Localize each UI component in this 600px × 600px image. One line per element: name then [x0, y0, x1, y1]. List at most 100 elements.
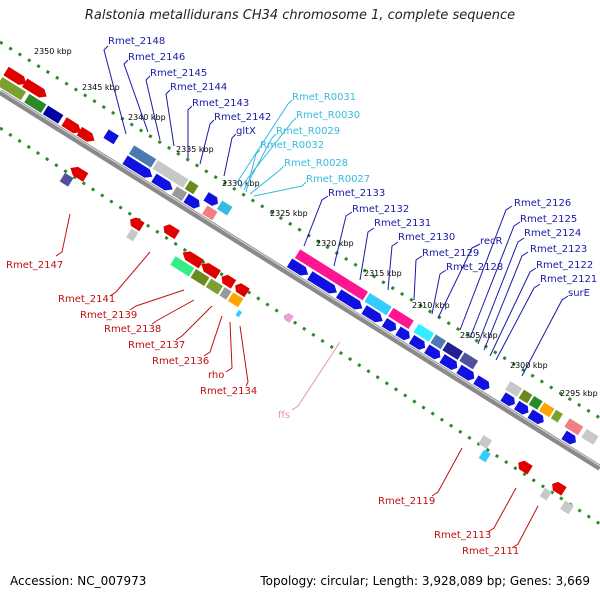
gene-label[interactable]: Rmet_2142: [214, 112, 271, 123]
gene-label[interactable]: Rmet_2139: [80, 310, 137, 321]
gene-arrow[interactable]: [424, 344, 443, 362]
rna-label[interactable]: Rmet_R0029: [276, 126, 340, 137]
gene-block[interactable]: [42, 105, 64, 124]
gene-block[interactable]: [152, 160, 189, 188]
gene-block[interactable]: [24, 93, 47, 114]
gene-label[interactable]: Rmet_2113: [434, 530, 491, 541]
gene-arrow[interactable]: [151, 173, 175, 194]
gene-label[interactable]: Rmet_2132: [352, 204, 409, 215]
gene-block[interactable]: [126, 228, 139, 242]
gene-label[interactable]: Rmet_2136: [152, 356, 209, 367]
gene-label[interactable]: Rmet_2133: [328, 188, 385, 199]
gene-block[interactable]: [518, 389, 533, 404]
gene-block[interactable]: [61, 117, 83, 136]
gene-arrow[interactable]: [549, 480, 567, 496]
gene-arrow[interactable]: [381, 318, 399, 334]
gene-arrow[interactable]: [203, 192, 220, 208]
gene-block[interactable]: [76, 126, 98, 145]
gene-block[interactable]: [235, 309, 243, 318]
gene-block[interactable]: [478, 435, 493, 449]
gene-arrow[interactable]: [183, 193, 202, 211]
gene-block[interactable]: [294, 249, 369, 301]
gene-block[interactable]: [413, 323, 435, 342]
gene-label[interactable]: Rmet_2138: [104, 324, 161, 335]
gene-block[interactable]: [430, 334, 446, 350]
gene-arrow[interactable]: [500, 392, 517, 408]
gene-block[interactable]: [364, 292, 392, 316]
gene-block[interactable]: [505, 381, 523, 398]
gene-block[interactable]: [550, 409, 563, 423]
rna-label[interactable]: ffs: [278, 410, 290, 421]
gene-arrow[interactable]: [561, 430, 578, 447]
gene-arrow[interactable]: [516, 458, 533, 475]
gene-label[interactable]: Rmet_2119: [378, 496, 435, 507]
gene-label[interactable]: surE: [568, 288, 590, 299]
gene-block[interactable]: [388, 307, 414, 330]
gene-label[interactable]: Rmet_2137: [128, 340, 185, 351]
gene-label[interactable]: Rmet_2130: [398, 232, 455, 243]
gene-block[interactable]: [184, 180, 199, 195]
gene-label[interactable]: Rmet_2144: [170, 82, 227, 93]
gene-label[interactable]: Rmet_2121: [540, 274, 597, 285]
gene-label[interactable]: Rmet_2148: [108, 36, 165, 47]
rna-label[interactable]: Rmet_R0028: [284, 158, 348, 169]
gene-block[interactable]: [171, 186, 188, 202]
gene-arrow[interactable]: [180, 248, 204, 269]
gene-label[interactable]: Rmet_2147: [6, 260, 63, 271]
gene-arrow[interactable]: [122, 155, 154, 181]
gene-block[interactable]: [538, 402, 555, 418]
gene-arrow[interactable]: [456, 364, 477, 383]
gene-label[interactable]: Rmet_2141: [58, 294, 115, 305]
gene-arrow[interactable]: [283, 312, 294, 323]
gene-arrow[interactable]: [395, 326, 412, 342]
rna-label[interactable]: Rmet_R0027: [306, 174, 370, 185]
gene-block[interactable]: [227, 292, 244, 308]
gene-arrow[interactable]: [286, 258, 311, 279]
gene-label[interactable]: gltX: [236, 126, 256, 137]
gene-label[interactable]: Rmet_2125: [520, 214, 577, 225]
gene-block[interactable]: [216, 200, 233, 216]
gene-arrow[interactable]: [335, 289, 365, 312]
gene-block[interactable]: [128, 145, 157, 168]
gene-arrow[interactable]: [199, 260, 221, 280]
gene-label[interactable]: Rmet_2126: [514, 198, 571, 209]
gene-arrow[interactable]: [513, 400, 531, 417]
gene-label[interactable]: Rmet_2134: [200, 386, 257, 397]
gene-block[interactable]: [59, 172, 74, 187]
gene-block[interactable]: [564, 418, 584, 436]
gene-block[interactable]: [478, 449, 491, 463]
gene-arrow[interactable]: [127, 215, 145, 232]
gene-arrow[interactable]: [408, 334, 428, 352]
gene-block[interactable]: [170, 256, 195, 277]
gene-block[interactable]: [539, 487, 552, 501]
gene-label[interactable]: Rmet_2131: [374, 218, 431, 229]
gene-label[interactable]: Rmet_2123: [530, 244, 587, 255]
gene-arrow[interactable]: [233, 281, 250, 298]
gene-arrow[interactable]: [219, 273, 237, 289]
gene-label[interactable]: recR: [480, 236, 503, 247]
gene-label[interactable]: Rmet_2122: [536, 260, 593, 271]
gene-block[interactable]: [205, 278, 224, 295]
rna-label[interactable]: Rmet_R0032: [260, 140, 324, 151]
gene-block[interactable]: [0, 76, 27, 101]
gene-block[interactable]: [3, 66, 29, 88]
gene-arrow[interactable]: [439, 354, 460, 372]
gene-label[interactable]: rho: [208, 370, 224, 381]
gene-block[interactable]: [22, 78, 49, 100]
gene-label[interactable]: Rmet_2111: [462, 546, 519, 557]
gene-label[interactable]: Rmet_2129: [422, 248, 479, 259]
gene-block[interactable]: [560, 500, 574, 515]
gene-arrow[interactable]: [473, 375, 492, 392]
gene-label[interactable]: Rmet_2145: [150, 68, 207, 79]
gene-block[interactable]: [219, 287, 232, 300]
gene-label[interactable]: Rmet_2128: [446, 262, 503, 273]
gene-block[interactable]: [190, 269, 210, 286]
gene-arrow[interactable]: [161, 222, 180, 240]
gene-block[interactable]: [459, 352, 479, 370]
gene-block[interactable]: [202, 205, 218, 221]
gene-label[interactable]: Rmet_2124: [524, 228, 581, 239]
gene-label[interactable]: Rmet_2143: [192, 98, 249, 109]
gene-arrow[interactable]: [307, 271, 339, 296]
rna-label[interactable]: Rmet_R0031: [292, 92, 356, 103]
gene-block[interactable]: [442, 341, 463, 360]
